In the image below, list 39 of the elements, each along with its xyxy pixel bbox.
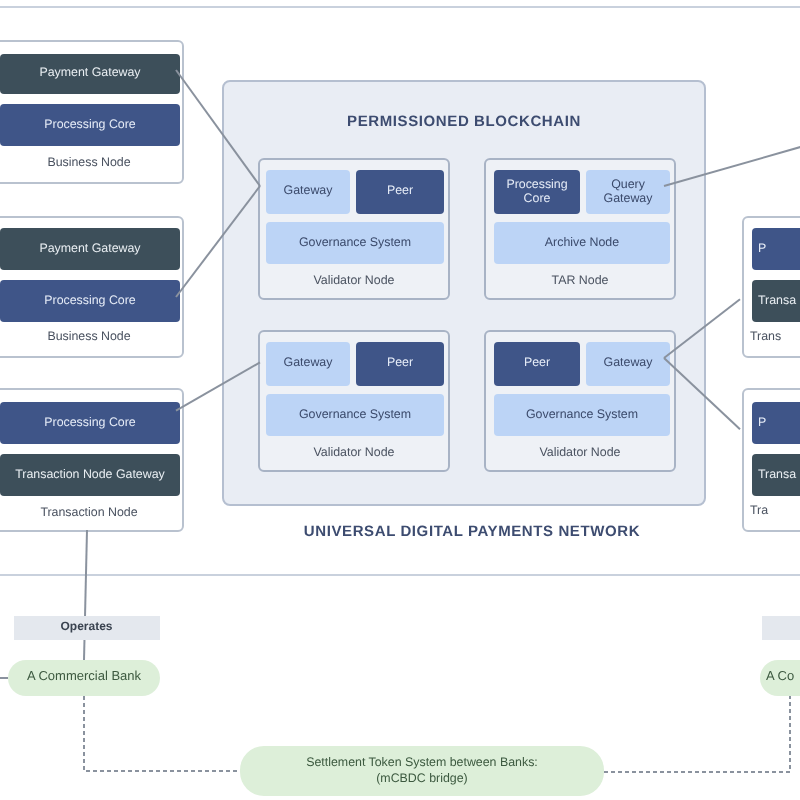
connector-line: [663, 298, 741, 359]
network-frame: [0, 6, 800, 576]
node-card: [258, 330, 450, 472]
component-block: [0, 228, 180, 270]
connector-line: [175, 361, 261, 412]
component-block: [494, 170, 580, 214]
component-block: [266, 342, 350, 386]
bank-pill: [8, 660, 160, 696]
component-block: [266, 170, 350, 214]
component-block: [356, 342, 444, 386]
blockchain-panel: [222, 80, 706, 506]
component-block: [0, 280, 180, 322]
node-card: [0, 388, 184, 532]
component-block: [494, 342, 580, 386]
connector-line: [175, 185, 261, 298]
component-block: [0, 402, 180, 444]
component-block: [266, 394, 444, 436]
node-card: [0, 216, 184, 358]
settlement-pill: [240, 746, 604, 796]
connector-line: [663, 357, 741, 431]
node-card: [742, 388, 800, 532]
component-block: [586, 170, 670, 214]
node-card: [742, 216, 800, 358]
node-card: [0, 40, 184, 184]
node-card: [484, 158, 676, 300]
component-block: [586, 342, 670, 386]
component-block: [494, 222, 670, 264]
component-block: [0, 454, 180, 496]
connector-line: [603, 695, 791, 773]
connector-line: [0, 677, 9, 679]
connector-line: [663, 145, 800, 187]
connector-line: [83, 695, 241, 772]
component-block: [0, 54, 180, 94]
component-block: [356, 170, 444, 214]
component-block: [266, 222, 444, 264]
node-card: [258, 158, 450, 300]
component-block: [0, 104, 180, 146]
node-card: [484, 330, 676, 472]
component-block: [494, 394, 670, 436]
